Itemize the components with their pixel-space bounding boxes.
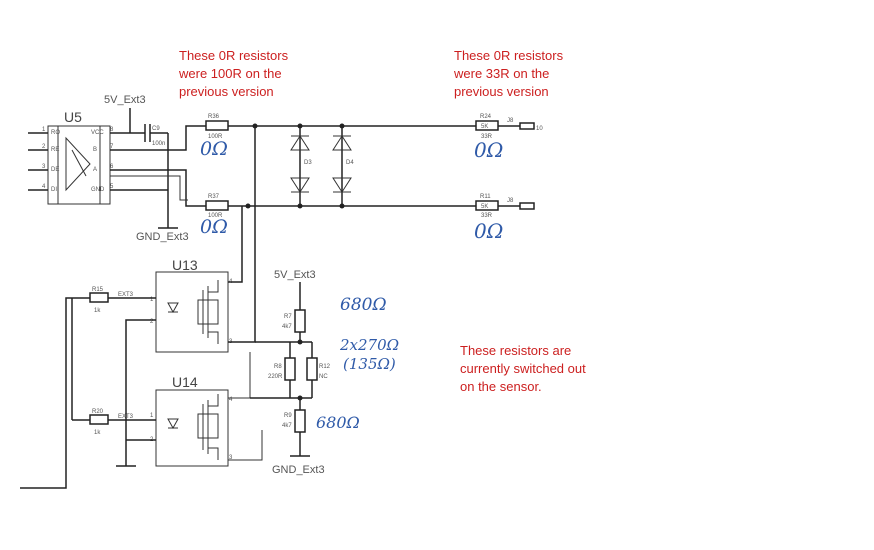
note-switched-out: These resistors are currently switched o… bbox=[460, 343, 586, 394]
resistor-r15: R15 1k bbox=[89, 287, 109, 314]
r37-value: 100R bbox=[208, 213, 223, 219]
u5-pin-b: B bbox=[93, 147, 97, 153]
r20-value: 1k bbox=[94, 430, 101, 436]
r8-ref: R8 bbox=[274, 364, 282, 370]
handwritten-r36-0ohm: 0Ω bbox=[200, 138, 228, 160]
connector-j8-top bbox=[519, 122, 535, 130]
r11-value-alt: 33R bbox=[481, 213, 493, 219]
r9-ref: R9 bbox=[284, 413, 292, 419]
handwritten-r9-680: 680Ω bbox=[316, 413, 360, 432]
r7-ref: R7 bbox=[284, 314, 292, 320]
r8-value: 220R bbox=[268, 374, 283, 380]
r15-value: 1k bbox=[94, 308, 101, 314]
d3-ref: D3 bbox=[304, 160, 312, 166]
handwritten-parallel-135: (135Ω) bbox=[343, 355, 396, 373]
note-left-resistors: These 0R resistors were 100R on the prev… bbox=[179, 48, 289, 99]
r24-ref: R24 bbox=[480, 114, 492, 120]
net-ext3-a: EXT3 bbox=[118, 292, 134, 298]
u5-pin-3: 3 bbox=[42, 164, 46, 170]
u5-pin-5: 5 bbox=[110, 184, 114, 190]
r24-value-alt: 33R bbox=[481, 134, 493, 140]
u14-switch: U14 1 2 4 3 bbox=[150, 374, 233, 467]
resistor-r9: R9 4k7 bbox=[282, 409, 306, 433]
u5-pin-vcc: VCC bbox=[91, 130, 104, 136]
u5-pin-2: 2 bbox=[42, 144, 46, 150]
u5-label: U5 bbox=[64, 109, 82, 125]
u14-label: U14 bbox=[172, 374, 198, 390]
u5-pin-re: RE bbox=[51, 147, 59, 153]
net-5v-mid: 5V_Ext3 bbox=[274, 269, 316, 281]
r20-ref: R20 bbox=[92, 409, 104, 415]
r15-ref: R15 bbox=[92, 287, 104, 293]
d4-ref: D4 bbox=[346, 160, 354, 166]
resistor-r8: R8 220R bbox=[268, 357, 296, 381]
u5-pin-di: DI bbox=[51, 187, 57, 193]
r11-value: 5K bbox=[481, 204, 488, 210]
svg-text:1: 1 bbox=[150, 413, 154, 419]
u5-pin-ro: RO bbox=[51, 130, 60, 136]
r36-ref: R36 bbox=[208, 114, 220, 120]
net-5v-top: 5V_Ext3 bbox=[104, 94, 146, 106]
r11-ref: R11 bbox=[480, 194, 491, 200]
svg-text:3: 3 bbox=[229, 455, 233, 461]
u5-body bbox=[47, 125, 111, 205]
u5-pin-6: 6 bbox=[110, 164, 114, 170]
u5-pin-gnd: GND bbox=[91, 187, 105, 193]
u13-switch: U13 1 2 4 3 bbox=[150, 257, 233, 353]
r7-value: 4k7 bbox=[282, 324, 292, 330]
handwritten-r11-0ohm: 0Ω bbox=[474, 219, 503, 243]
r37-ref: R37 bbox=[208, 194, 220, 200]
r9-value: 4k7 bbox=[282, 423, 292, 429]
u5-pin-de: DE bbox=[51, 167, 59, 173]
c9-value: 100n bbox=[152, 141, 165, 147]
resistor-r36: R36 100R bbox=[205, 114, 229, 140]
diode-d4: D4 bbox=[332, 126, 354, 206]
resistor-r11: R11 5K 33R bbox=[475, 194, 499, 219]
net-gnd-bottom: GND_Ext3 bbox=[272, 464, 325, 476]
capacitor-c9: C9 100n bbox=[144, 124, 168, 147]
u5-pin-a: A bbox=[93, 167, 97, 173]
diode-d3: D3 bbox=[290, 126, 312, 206]
u13-label: U13 bbox=[172, 257, 198, 273]
svg-text:2: 2 bbox=[150, 319, 154, 325]
svg-text:1: 1 bbox=[150, 297, 154, 303]
handwritten-parallel-2x270: 2x270Ω bbox=[339, 336, 399, 354]
j8-bottom-ref: J8 bbox=[507, 198, 514, 204]
c9-ref: C9 bbox=[152, 126, 160, 132]
u5-pin-1: 1 bbox=[42, 127, 46, 133]
u5-driver-symbol bbox=[65, 136, 91, 192]
resistor-r20: R20 1k bbox=[89, 409, 109, 436]
u5-pin-8: 8 bbox=[110, 127, 114, 133]
net-gnd-top: GND_Ext3 bbox=[136, 231, 189, 243]
u5-pin-4: 4 bbox=[42, 184, 46, 190]
r12-value: NC bbox=[319, 374, 328, 380]
resistor-r7: R7 4k7 bbox=[282, 309, 306, 333]
r12-ref: R12 bbox=[319, 364, 331, 370]
j8-top-ref: J8 bbox=[507, 118, 514, 124]
net-pin-10: 10 bbox=[536, 126, 543, 132]
u5-pin-7: 7 bbox=[110, 144, 114, 150]
u13-body bbox=[155, 271, 229, 353]
note-right-resistors: These 0R resistors were 33R on the previ… bbox=[454, 48, 564, 99]
svg-text:4: 4 bbox=[229, 397, 233, 403]
handwritten-r37-0ohm: 0Ω bbox=[200, 216, 228, 238]
u5-transceiver: U5 1 RO 2 RE 3 DE 4 DI VCC 8 B 7 A 6 GND… bbox=[28, 109, 114, 205]
handwritten-r24-0ohm: 0Ω bbox=[474, 138, 503, 162]
handwritten-r7-680: 680Ω bbox=[340, 295, 387, 315]
r36-value: 100R bbox=[208, 134, 223, 140]
r24-value: 5K bbox=[481, 124, 488, 130]
u14-body bbox=[155, 389, 229, 467]
resistor-r24: R24 5K 33R bbox=[475, 114, 499, 140]
connector-j8-bottom bbox=[519, 202, 535, 210]
resistor-r12: R12 NC bbox=[306, 357, 331, 381]
